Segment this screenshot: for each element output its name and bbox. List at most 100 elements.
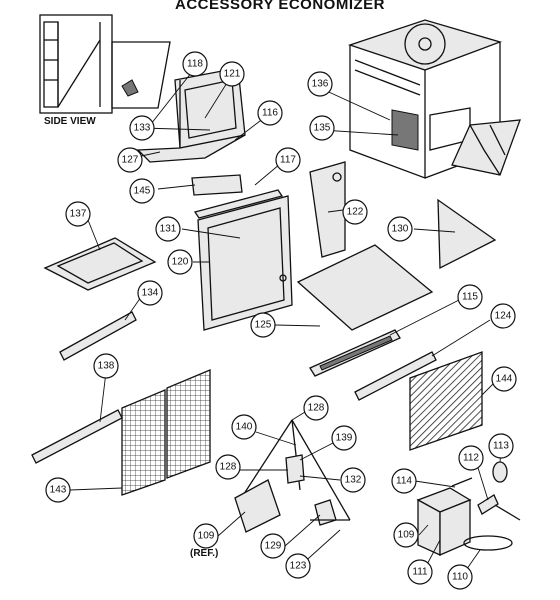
callout-circle [342,199,368,225]
callout-label: 128 [220,462,237,473]
part-124 [354,351,437,401]
callout-circle [285,553,311,579]
actuator-assembly [416,461,521,557]
callout-label: 127 [122,155,139,166]
callout-circle [391,468,417,494]
economizer-frame [136,67,246,163]
callout-label: 133 [134,123,151,134]
callout-c127: 127 [117,147,143,173]
base-panel [296,244,434,331]
callout-c128b: 128 [215,454,241,480]
callout-label: 116 [262,108,278,119]
callout-label: 132 [345,475,362,486]
callout-c111: 111 [407,559,433,585]
callout-circle [447,564,473,590]
callout-circle [155,216,181,242]
callout-label: 120 [172,257,189,268]
callout-label: 112 [463,453,479,464]
callout-c137: 137 [65,201,91,227]
callout-label: 135 [314,123,331,134]
callout-c131: 131 [155,216,181,242]
callout-circle [393,522,419,548]
part-117 [193,189,284,219]
outdoor-unit [347,19,521,179]
part-134 [59,311,137,361]
callout-c125: 125 [250,312,276,338]
callout-label: 140 [236,422,253,433]
callout-label: 136 [312,79,329,90]
callout-c120: 120 [167,249,193,275]
callout-circle [491,366,517,392]
callout-circle [387,216,413,242]
callout-c123: 123 [285,553,311,579]
callout-c139: 139 [331,425,357,451]
callout-c110: 110 [447,564,473,590]
callout-circle [193,523,219,549]
callout-label: 118 [187,59,203,70]
callout-c122: 122 [342,199,368,225]
callout-circle [117,147,143,173]
callout-label: 125 [255,320,272,331]
linkage-assembly [239,419,351,526]
callout-c135: 135 [309,115,335,141]
filter-pan [43,237,157,291]
callout-circle [303,395,329,421]
callout-circle [65,201,91,227]
callout-c117: 117 [275,147,301,173]
side-view-inset [39,14,171,114]
callout-c145: 145 [129,178,155,204]
callout-label: 115 [462,292,478,303]
callout-label: 131 [160,224,177,235]
callout-circle [182,51,208,77]
callout-circle [260,533,286,559]
callout-label: 134 [142,288,159,299]
callout-c132: 132 [340,467,366,493]
callout-circle [340,467,366,493]
diagram-title: ACCESSORY ECONOMIZER [174,0,386,13]
callout-c133: 133 [129,115,155,141]
part-145 [191,174,243,196]
callout-label: 111 [412,567,428,578]
callout-circle [490,303,516,329]
screen-144 [409,351,483,451]
callout-c115: 115 [457,284,483,310]
callout-c138: 138 [93,353,119,379]
plate-109-ref [234,479,281,533]
callout-circle [45,477,71,503]
callout-circle [488,433,514,459]
callout-circle [137,280,163,306]
callout-label: 128 [308,403,325,414]
callout-label: 114 [396,476,412,487]
callout-circle [407,559,433,585]
callout-c113: 113 [488,433,514,459]
callout-circle [231,414,257,440]
callout-circle [457,284,483,310]
callout-c134: 134 [137,280,163,306]
panel-120 [197,195,293,331]
callout-circle [309,115,335,141]
callout-c143: 143 [45,477,71,503]
callout-c144: 144 [491,366,517,392]
callout-label: 123 [290,561,307,572]
callout-circle [167,249,193,275]
callout-circle [215,454,241,480]
callout-c136: 136 [307,71,333,97]
callout-c128a: 128 [303,395,329,421]
callout-c116: 116 [257,100,283,126]
callout-label: 144 [496,374,513,385]
callout-label: 137 [70,209,87,220]
callout-c109a: 109 [193,523,219,549]
part-115 [309,329,401,377]
callout-c112: 112 [458,445,484,471]
part-138 [31,409,123,464]
callout-circle [93,353,119,379]
part-122 [309,161,346,258]
side-view-label: SIDE VIEW [44,116,96,127]
callout-c114: 114 [391,468,417,494]
callout-label: 143 [50,485,67,496]
callout-label: 121 [224,69,241,80]
callout-label: 117 [280,155,296,166]
callout-circle [331,425,357,451]
